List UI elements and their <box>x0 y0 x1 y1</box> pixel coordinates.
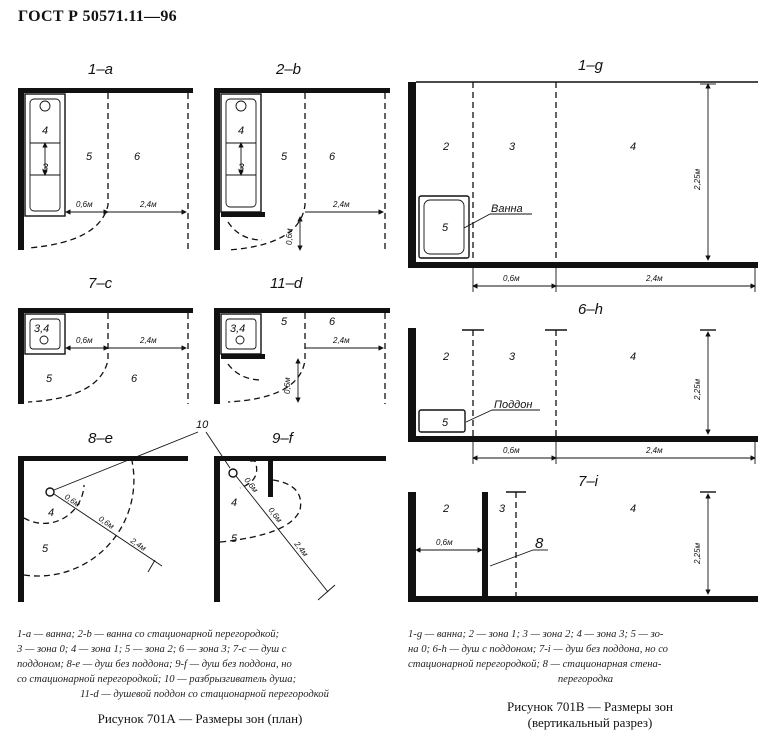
dimension-label: 2,25м <box>693 168 702 191</box>
zone-label: 5 <box>42 543 49 555</box>
figure-title-line: (вертикальный разрез) <box>527 715 653 730</box>
dimension-label: 0,6м <box>76 200 93 209</box>
zone-label: 4 <box>630 351 636 363</box>
panel-7c-title: 7–c <box>88 275 113 292</box>
zone-label: 6 <box>329 151 336 163</box>
figure-title-plan: Рисунок 701А — Размеры зон (план) <box>97 711 303 726</box>
caption-line: со стационарной перегородкой; 10 — разбр… <box>17 674 297 685</box>
dimension-label: 0,6м <box>283 377 292 394</box>
wall-top <box>18 88 193 93</box>
zone-label: 5 <box>46 373 53 385</box>
dimension-label: 2,25м <box>693 378 702 401</box>
dimension-label: 2,4м <box>292 539 310 559</box>
panel-7c: 7–c 3,4 5 6 0,6м 2,4м <box>18 275 193 404</box>
panel-2b-title: 2–b <box>275 61 301 78</box>
zone-label: 4 <box>630 503 636 515</box>
fixed-partition <box>221 212 265 217</box>
shower-head-icon <box>228 468 238 478</box>
shower-tray <box>418 409 466 433</box>
dimension-label: 0,6м <box>436 538 453 547</box>
zone-label: 3 <box>42 162 49 174</box>
panel-11d-title: 11–d <box>270 275 303 292</box>
caption-line: перегородка <box>557 674 614 685</box>
dimension-label: 2,4м <box>139 336 157 345</box>
panel-7i-title: 7–i <box>578 473 599 490</box>
caption-line: на 0; 6-h — душ с поддоном; 7-i — душ бе… <box>408 644 668 655</box>
panel-6h: 6–h 2 3 4 5 Поддон 0,6м 2,4м 2,25м <box>408 301 758 464</box>
fixed-partition <box>482 492 488 596</box>
bath-label: Ванна <box>491 203 523 215</box>
zone-label: 5 <box>281 151 288 163</box>
panel-1g: 1–g 2 3 4 5 Ванна 0,6м 2,4м 2,25м <box>408 57 758 292</box>
caption-line: стационарной перегородкой; 8 — стационар… <box>408 659 662 670</box>
panel-9f: 9–f 10 4 5 0,6м 0,6м 2,4м <box>53 419 386 602</box>
panel-1a-title: 1–a <box>88 61 113 78</box>
zone-label: 3,4 <box>34 323 49 335</box>
panel-8e-title: 8–e <box>88 430 113 447</box>
document-header: ГОСТ Р 50571.11—96 <box>18 8 177 25</box>
zone-label: 5 <box>86 151 93 163</box>
zone-label: 5 <box>231 533 238 545</box>
caption-line: 3 — зона 0; 4 — зона 1; 5 — зона 2; 6 — … <box>17 644 287 655</box>
dimension-label: 0,6м <box>503 446 520 455</box>
partition-callout: 8 <box>535 535 544 552</box>
figure-title-section: Рисунок 701В — Размеры зон (вертикальный… <box>440 699 740 731</box>
zone-label: 3 <box>509 351 516 363</box>
zone-label: 6 <box>134 151 141 163</box>
dimension-label: 2,4м <box>645 446 663 455</box>
dimension-label: 2,4м <box>332 200 350 209</box>
sprinkler-callout: 10 <box>196 419 209 431</box>
zone-label: 4 <box>48 507 54 519</box>
zone-label: 6 <box>329 316 336 328</box>
dimension-label: 2,4м <box>645 274 663 283</box>
bathtub <box>24 93 66 217</box>
zone-label: 4 <box>231 497 237 509</box>
caption-plan: 1-a — ванна; 2-b — ванна со стационарной… <box>17 627 392 702</box>
fixed-partition <box>268 461 273 497</box>
panel-6h-title: 6–h <box>578 301 603 318</box>
dimension-label: 0,6м <box>266 506 284 525</box>
zone-label: 3 <box>499 503 506 515</box>
dimension-label: 0,6м <box>285 228 294 245</box>
zone-label: 2 <box>442 141 449 153</box>
panel-8e: 8–e 4 5 0,6м 0,6м 2,4м <box>18 430 188 602</box>
caption-line: 1-g — ванна; 2 — зона 1; 3 — зона 2; 4 —… <box>408 629 664 640</box>
panel-9f-title: 9–f <box>272 430 295 447</box>
fixed-partition <box>221 354 265 359</box>
zone-label: 4 <box>630 141 636 153</box>
shower-tray <box>24 313 66 355</box>
zone-label: 2 <box>442 503 449 515</box>
tray-label: Поддон <box>494 399 532 411</box>
zone-label: 5 <box>442 417 449 429</box>
figure-title-line: Рисунок 701В — Размеры зон <box>507 699 673 714</box>
panel-2b: 2–b 4 3 5 6 2,4м 0,6м <box>214 61 390 251</box>
panel-11d: 11–d 3,4 5 6 2,4м 0,6м <box>214 275 390 404</box>
dimension-label: 0,6м <box>503 274 520 283</box>
dimension-label: 0,6м <box>76 336 93 345</box>
wall-left <box>18 88 24 250</box>
dimension-label: 2,4м <box>139 200 157 209</box>
shower-head-icon <box>45 487 55 497</box>
zone-label: 5 <box>281 316 288 328</box>
zone-label: 3 <box>238 162 245 174</box>
caption-line: поддоном; 8-e — душ без поддона; 9-f — д… <box>17 659 292 670</box>
panel-1g-title: 1–g <box>578 57 604 74</box>
bathtub <box>418 195 470 259</box>
zone-label: 4 <box>238 125 244 137</box>
zone-label: 4 <box>42 125 48 137</box>
zone-label: 5 <box>442 222 449 234</box>
zone-label: 2 <box>442 351 449 363</box>
dimension-label: 2,25м <box>693 542 702 565</box>
zone-label: 3,4 <box>230 323 245 335</box>
panel-1a: 1–a 4 3 5 6 0,6м 2,4м <box>18 61 193 250</box>
dimension-label: 2,4м <box>332 336 350 345</box>
caption-line: 11-d — душевой поддон со стационарной пе… <box>80 689 329 700</box>
panel-7i: 7–i 2 3 4 8 0,6м 2,25м <box>408 473 758 602</box>
zone-label: 6 <box>131 373 138 385</box>
zone-label: 3 <box>509 141 516 153</box>
caption-line: 1-a — ванна; 2-b — ванна со стационарной… <box>17 629 280 640</box>
caption-section: 1-g — ванна; 2 — зона 1; 3 — зона 2; 4 —… <box>408 627 763 687</box>
